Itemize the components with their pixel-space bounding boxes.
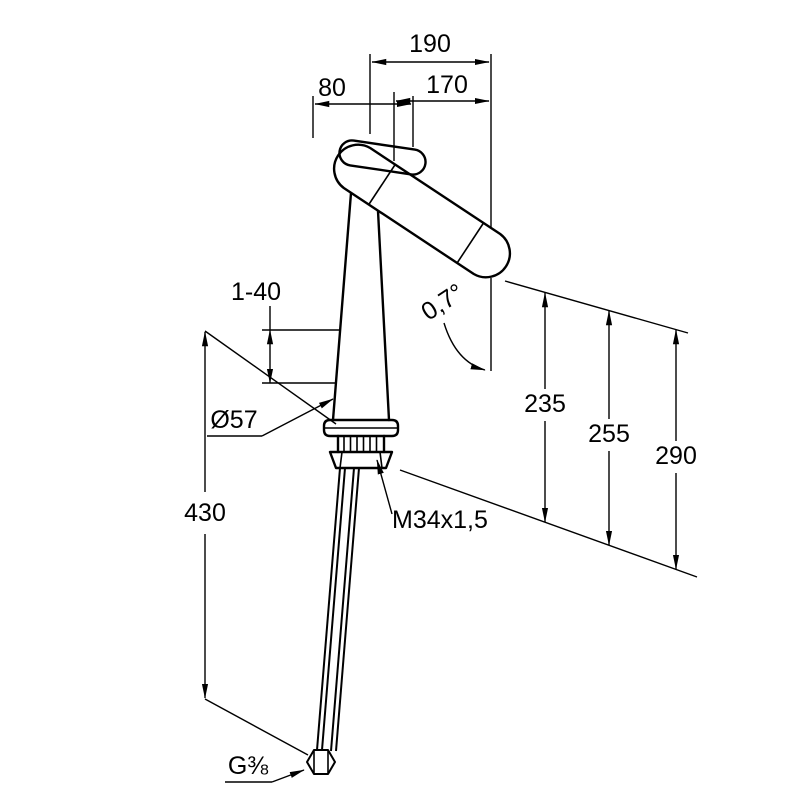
dimensions-left: 1-40 Ø57 430: [184, 278, 341, 756]
thread-callouts: M34x1,5 G⅜: [225, 459, 488, 783]
dim-label-diameter: Ø57: [210, 406, 257, 434]
dim-label-255: 255: [588, 420, 630, 448]
base-flange: [322, 418, 400, 438]
angle-callout: 0,7°: [416, 278, 486, 371]
dim-label-80: 80: [318, 74, 346, 102]
body-right-edge: [376, 209, 391, 422]
dim-label-170: 170: [426, 71, 468, 99]
dim-label-430: 430: [184, 499, 226, 527]
spout-aerator-seam: [456, 222, 485, 264]
dim-label-190: 190: [409, 30, 451, 58]
threaded-shank: [336, 434, 386, 454]
oblique-extension-430-top: [204, 330, 337, 425]
mounting-nut: [328, 450, 394, 470]
dimensions-right: 235 255 290: [399, 280, 698, 578]
leader-diameter: [261, 398, 334, 437]
oblique-extension-430-bottom: [204, 698, 309, 756]
dim-label-thread-g38: G⅜: [228, 752, 268, 780]
dim-label-290: 290: [655, 442, 697, 470]
faucet-drawing: [306, 139, 512, 775]
dim-label-235: 235: [524, 390, 566, 418]
angle-arc: [443, 322, 486, 371]
hex-connector: [306, 749, 336, 775]
body-left-edge: [331, 191, 353, 422]
dim-label-1-40: 1-40: [231, 278, 281, 306]
dimensions-top: 190 170 80: [312, 30, 492, 371]
lever-handle: [338, 139, 427, 176]
oblique-extension-top: [504, 280, 689, 334]
spout-outline: [332, 143, 512, 279]
supply-hoses: [316, 467, 360, 752]
leader-thread-g38: [271, 769, 305, 783]
oblique-extension-bottom: [399, 469, 698, 578]
dim-label-thread-m34: M34x1,5: [392, 506, 488, 534]
leader-thread-m34: [376, 459, 393, 515]
dim-label-angle: 0,7°: [416, 278, 469, 326]
